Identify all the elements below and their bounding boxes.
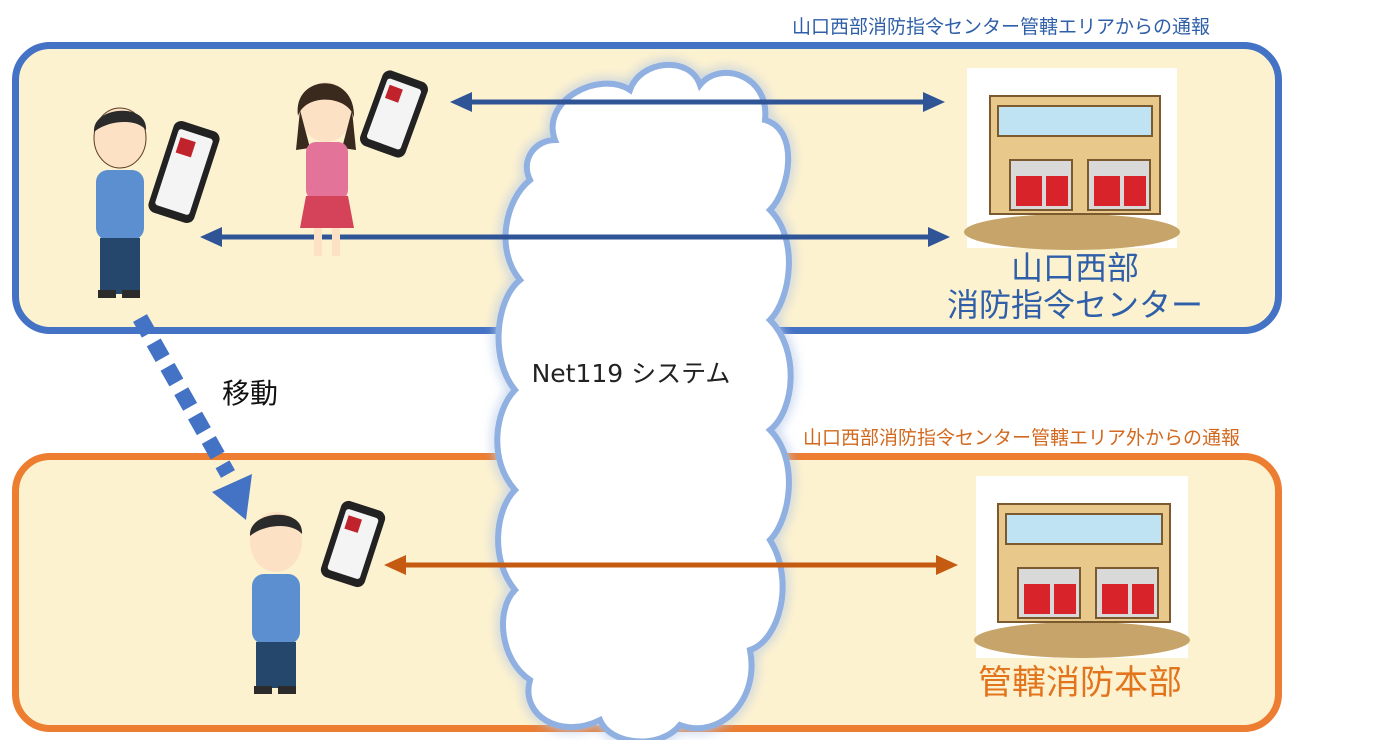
smartphone-icon-woman [360,70,428,158]
yamaguchi-center-label: 山口西部 消防指令センター [940,250,1210,324]
smartphone-icon-man-top [148,121,220,223]
network-cloud-icon [494,61,794,740]
move-label: 移動 [222,377,279,410]
man-person-icon-top [93,107,147,298]
orange-arrow [384,555,958,575]
woman-person-icon [296,82,356,256]
cloud-label: Net119 システム [531,359,731,388]
blue-arrow-top [450,92,945,112]
yamaguchi-center-line1: 山口西部 [1010,249,1139,287]
smartphone-icon-man-bottom [320,500,386,588]
move-arrow [133,314,252,520]
fire-station-icon-bottom [974,476,1190,658]
man-person-icon-bottom [249,512,303,694]
outside-area-label: 山口西部消防指令センター管轄エリア外からの通報 [803,427,1241,449]
yamaguchi-center-line2: 消防指令センター [946,285,1203,324]
inside-area-label: 山口西部消防指令センター管轄エリアからの通報 [792,16,1211,38]
jurisdiction-center-label: 管轄消防本部 [978,663,1182,703]
fire-station-icon-top [964,68,1180,250]
